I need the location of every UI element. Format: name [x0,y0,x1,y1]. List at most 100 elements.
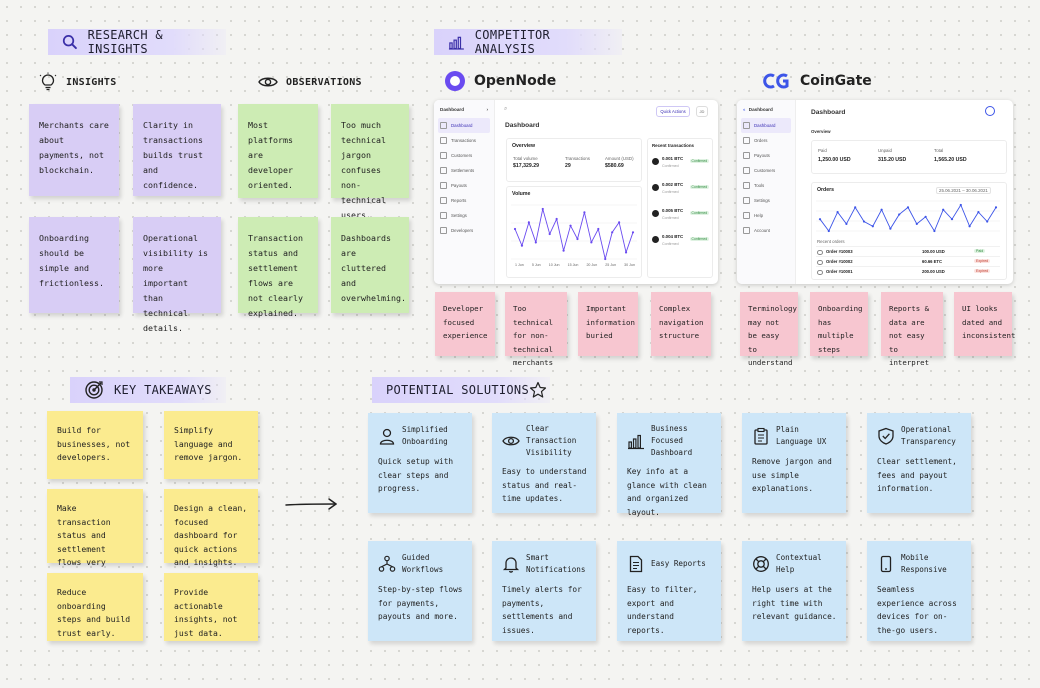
solution-description: Clear settlement, fees and payout inform… [877,457,957,493]
nav-item[interactable]: Settings [434,208,494,223]
nav-item[interactable]: Customers [737,163,795,178]
coingate-dashboard-screenshot: ◐Dashboard Dashboard Orders Payouts Cust… [737,100,1013,284]
data-point [880,208,883,211]
solution-description: Easy to filter, export and understand re… [627,585,698,635]
coingate-note: UI looks dated and inconsistent [954,292,1015,356]
nav-item[interactable]: Tools [737,178,795,193]
order-icon [817,259,823,265]
coingate-brand: CoinGate [762,72,872,90]
nav-item[interactable]: Reports [434,193,494,208]
solution-title: Contextual Help [776,553,822,574]
brand-name: OpenNode [474,73,557,89]
x-tick-label: 15 Jun [567,263,579,267]
nav-item[interactable]: Dashboard [741,118,791,133]
data-point [618,221,621,224]
x-tick-label: 5 Jun [531,263,541,267]
key-takeaways-header: KEY TAKEAWAYS [70,377,226,403]
nav-item[interactable]: Settlements [434,163,494,178]
btc-icon [652,184,659,191]
user-icon [379,428,395,445]
avatar[interactable]: JD [696,106,708,117]
app-name: Dashboard [440,107,464,112]
section-title: COMPETITOR ANALYSIS [474,28,551,56]
data-point [555,217,558,221]
transaction-status: Confirmed [662,190,679,194]
data-point [569,224,572,227]
workflow-icon [378,555,396,572]
nav-item[interactable]: Payouts [434,178,494,193]
solution-card: Plain Language UX Remove jargon and use s… [742,413,846,513]
volume-line-chart [511,204,637,261]
nav-item[interactable]: Customers [434,148,494,163]
app-name: Dashboard [748,107,773,112]
nav-item[interactable]: Settings [737,193,795,208]
x-tick-label: 1 Jun [515,263,524,267]
solution-title: Mobile Responsive [901,553,947,574]
data-point [871,225,874,228]
overview-card: Overview Total volume $17,329.29 Transac… [506,138,642,182]
nav-item[interactable]: Developers [434,223,494,238]
opennode-dashboard-screenshot: Dashboard› Dashboard Transactions Custom… [434,100,718,284]
data-point [950,218,954,221]
solution-description: Remove jargon and use simple explanation… [752,457,832,493]
search-icon[interactable]: ⌕ [504,106,508,112]
data-point [854,206,857,209]
status-badge: Paid [974,248,986,253]
solution-title: Plain Language UX [776,425,827,446]
data-point [576,237,579,241]
clipboard-icon [754,427,768,445]
bell-icon [502,557,520,573]
takeaway-note: Design a clean, focused dashboard for qu… [164,489,258,567]
observations-subheader: OBSERVATIONS [258,75,362,89]
insights-subheader: INSIGHTS [38,72,117,92]
eye-icon [258,77,278,87]
btc-icon [652,236,659,243]
overview-label: Overview [811,129,831,134]
nav-item[interactable]: Dashboard [438,118,490,133]
quick-actions-button[interactable]: Quick Actions [656,106,690,117]
nav-item[interactable]: Payouts [737,148,795,163]
avatar[interactable] [985,106,995,116]
data-point [611,231,614,234]
page-title: Dashboard [811,109,846,116]
data-point [541,207,544,211]
nav-item[interactable]: Account [737,223,795,238]
data-point [994,206,998,209]
data-point [986,220,989,223]
lifebuoy-icon [753,556,769,572]
stat-value: $580.69 [605,163,624,169]
status-badge: Expired [974,268,991,273]
opennode-note: Developer focused experience [435,292,495,356]
date-range-picker[interactable]: 25.06.2021 – 30.06.2021 [936,187,991,194]
stat-value: $17,329.29 [513,163,539,169]
order-amount: 60.66 ETC [922,258,943,264]
data-point [889,227,892,230]
section-title: POTENTIAL SOLUTIONS [386,383,529,397]
order-icon [817,269,823,275]
nav-item[interactable]: Transactions [434,133,494,148]
nav-item[interactable]: Help [737,208,795,223]
mobile-icon [880,555,892,573]
takeaway-note: Simplify language and remove jargon. [164,411,258,479]
section-title: KEY TAKEAWAYS [114,383,212,397]
brand-name: CoinGate [800,73,872,89]
data-point [862,220,866,223]
transaction-amount: 0.001 BTC [662,156,684,161]
bar-chart-icon [628,434,644,450]
nav-item[interactable]: Orders [737,133,795,148]
opennode-sidebar: Dashboard› Dashboard Transactions Custom… [434,100,495,284]
data-point [624,251,628,254]
data-point [527,221,530,224]
data-point [906,206,910,209]
